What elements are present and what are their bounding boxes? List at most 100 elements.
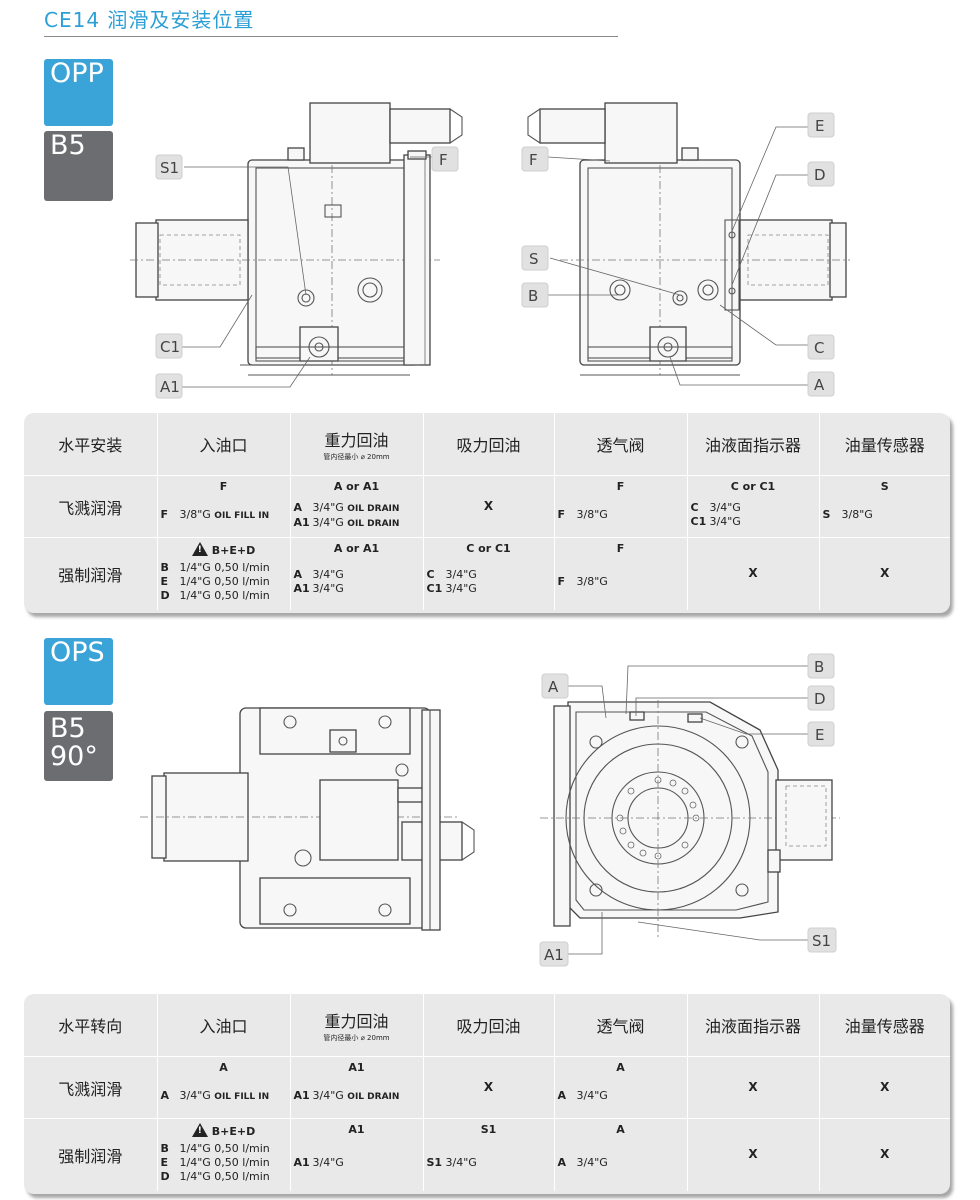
- cell-heading: A: [555, 1123, 687, 1137]
- cell-heading-text: B+E+D: [211, 1125, 256, 1138]
- table-header-row: 水平安装 入油口 重力回油管内径最小 ⌀ 20mm 吸力回油 透气阀 油液面指示…: [24, 413, 950, 476]
- port-thread: 3/4"G: [576, 1156, 608, 1169]
- not-applicable-mark: X: [748, 1079, 758, 1094]
- header-cell: 水平安装: [58, 436, 123, 455]
- cell-heading-text: A1: [348, 1061, 365, 1074]
- ops-badge: OPS: [44, 638, 113, 705]
- cell-heading: A1: [291, 1061, 423, 1075]
- cell-heading: S: [820, 480, 951, 494]
- port-thread: 1/4"G 0,50 l/min: [179, 1156, 270, 1169]
- cell-heading-text: F: [219, 480, 228, 493]
- port-thread: 3/8"G: [841, 508, 873, 521]
- cell-heading: A: [555, 1061, 687, 1075]
- cell-heading: S1: [424, 1123, 554, 1137]
- cell-heading-text: A: [219, 1061, 228, 1074]
- cell-heading-text: S: [880, 480, 889, 493]
- tag-B: B: [807, 653, 835, 679]
- port-code: C1: [426, 582, 443, 595]
- port-thread: 3/8"G: [576, 575, 608, 588]
- row-label: 强制润滑: [24, 537, 157, 610]
- header-cell: 透气阀: [553, 413, 687, 476]
- port-code: A: [557, 1089, 567, 1102]
- port-thread: 3/8"G: [576, 508, 608, 521]
- port-code: D: [160, 1170, 170, 1183]
- port-thread: 1/4"G 0,50 l/min: [179, 589, 270, 602]
- table-header-row: 水平转向 入油口 重力回油管内径最小 ⌀ 20mm 吸力回油 透气阀 油液面指示…: [24, 994, 950, 1057]
- port-thread: 1/4"G 0,50 l/min: [179, 1142, 270, 1155]
- cell-heading-text: B+E+D: [211, 544, 256, 557]
- tag-F-right: F: [521, 146, 549, 172]
- port-thread: 3/4"G: [312, 1089, 344, 1102]
- svg-text:C: C: [814, 339, 824, 357]
- tag-D: D: [807, 685, 835, 711]
- warning-icon: [191, 542, 208, 556]
- port-code: E: [160, 1156, 169, 1169]
- row-label: 飞溅润滑: [24, 1056, 157, 1119]
- b5-badge: B5: [44, 131, 113, 201]
- svg-text:A: A: [814, 376, 825, 394]
- port-thread: 1/4"G 0,50 l/min: [179, 561, 270, 574]
- not-applicable-mark: X: [483, 1079, 494, 1094]
- port-thread: 3/8"G: [179, 508, 211, 521]
- ops-leader-lines: [564, 665, 808, 955]
- tag-S1: S1: [155, 154, 183, 180]
- opp-badge-label: OPP: [50, 58, 104, 89]
- cell-heading: B+E+D: [158, 1123, 290, 1138]
- cell-heading: F: [555, 542, 687, 556]
- port-purpose: OIL DRAIN: [347, 1092, 400, 1102]
- header-text: 重力回油: [324, 1011, 389, 1031]
- cell-heading-text: C or C1: [466, 542, 511, 555]
- header-cell: 入油口: [156, 994, 290, 1057]
- port-thread: 3/4"G: [312, 501, 344, 514]
- tag-A1: A1: [539, 941, 569, 967]
- svg-text:S1: S1: [812, 932, 831, 950]
- title-divider: [44, 36, 618, 37]
- page-title: CE14 润滑及安装位置: [44, 8, 255, 32]
- table-cell: X: [686, 537, 819, 610]
- port-code: A: [293, 501, 303, 514]
- warning-icon: [191, 1123, 208, 1137]
- header-cell: 入油口: [156, 413, 290, 476]
- header-cell: 水平转向: [58, 1017, 123, 1036]
- not-applicable-mark: X: [880, 1146, 890, 1161]
- port-code: D: [160, 589, 170, 602]
- svg-text:A1: A1: [544, 946, 564, 964]
- port-thread: 3/4"G: [445, 1156, 477, 1169]
- svg-text:S: S: [529, 250, 539, 268]
- port-code: S1: [426, 1156, 443, 1169]
- not-applicable-mark: X: [748, 1146, 758, 1161]
- port-code: F: [557, 508, 566, 521]
- b5-90-badge: B5 90°: [44, 711, 113, 781]
- port-thread: 3/4"G: [312, 582, 344, 595]
- tag-A1: A1: [155, 373, 183, 399]
- ops-side-view: [140, 707, 475, 931]
- port-code: A1: [293, 582, 310, 595]
- header-cell: 重力回油管内径最小 ⌀ 20mm: [289, 994, 423, 1057]
- not-applicable-mark: X: [748, 565, 758, 580]
- cell-heading: A or A1: [291, 542, 423, 556]
- port-thread: 3/4"G: [709, 501, 741, 514]
- not-applicable-mark: X: [880, 1079, 890, 1094]
